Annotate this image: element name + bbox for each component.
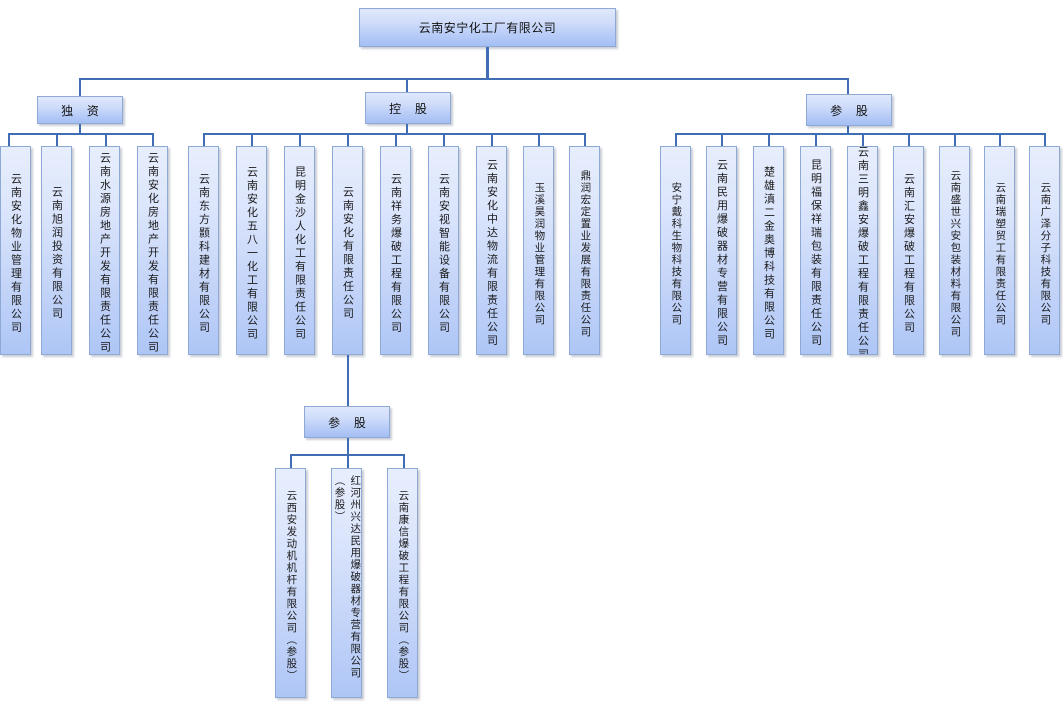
leaf-controlling-0-label: 云南东方颢科建材有限公司 [197,172,211,335]
leaf-minority-4[interactable]: 云南三明鑫安爆破工程有限责任公司 [847,146,878,355]
leaf-minority-5[interactable]: 云南汇安爆破工程有限公司 [893,146,924,355]
connector-minority-c6 [954,133,956,146]
connector-wholly-stem [79,124,81,133]
connector-controlling-c4 [395,133,397,146]
leaf-minority-1-label: 云南民用爆破器材专营有限公司 [715,159,729,348]
connector-sub-minority-stem [347,355,349,406]
category-wholly-owned[interactable]: 独 资 [37,96,123,124]
connector-controlling-c8 [584,133,586,146]
leaf-controlling-6[interactable]: 云南安化中达物流有限责任公司 [476,146,507,355]
connector-minority-c4 [862,133,864,146]
connector-drop-minority [847,78,849,97]
connector-drop-wholly [79,78,81,97]
leaf-controlling-7[interactable]: 玉溪昊润物业管理有限公司 [523,146,554,355]
leaf-wholly-0[interactable]: 云南安化物业管理有限公司 [0,146,31,355]
connector-controlling-c0 [203,133,205,146]
connector-controlling-c5 [443,133,445,146]
leaf-minority-0[interactable]: 安宁戴科生物科技有限公司 [660,146,691,355]
leaf-minority-3[interactable]: 昆明福保祥瑞包装有限责任公司 [800,146,831,355]
leaf-controlling-7-label: 玉溪昊润物业管理有限公司 [533,181,546,326]
leaf-minority-2[interactable]: 楚雄滇二金奥博科技有限公司 [753,146,784,355]
connector-controlling-c3 [347,133,349,146]
leaf-controlling-6-label: 云南安化中达物流有限责任公司 [485,159,499,348]
connector-minority-c7 [999,133,1001,146]
connector-minority-c5 [908,133,910,146]
connector-root-stem [486,47,489,78]
leaf-controlling-3-label: 云南安化有限责任公司 [341,186,355,321]
connector-wholly-c3 [152,133,154,146]
leaf-wholly-2-label: 云南水源房地产开发有限责任公司 [98,152,112,355]
connector-minority-c8 [1044,133,1046,146]
leaf-controlling-1-label: 云南安化五八一化工有限公司 [245,165,259,342]
leaf-minority-0-label: 安宁戴科生物科技有限公司 [670,181,683,326]
connector-wholly-c2 [105,133,107,146]
leaf-minority-7[interactable]: 云南瑞塑贸工有限责任公司 [984,146,1015,355]
connector-minority-stem [847,126,849,133]
leaf-sub-minority-2-label: 云南康信爆破工程有限公司（参股） [397,490,410,682]
leaf-minority-7-label: 云南瑞塑贸工有限责任公司 [994,181,1007,326]
category-wholly-owned-label: 独 资 [61,103,104,118]
connector-wholly-c1 [56,133,58,146]
category-controlling[interactable]: 控 股 [365,92,451,124]
connector-root-bus [79,78,849,80]
leaf-minority-6-label: 云南盛世兴安包装材料有限公司 [949,169,962,338]
category-minority-label: 参 股 [830,103,873,118]
leaf-wholly-2[interactable]: 云南水源房地产开发有限责任公司 [89,146,120,355]
leaf-sub-minority-1[interactable]: 红河州兴达民用爆破器材专营有限公司（参股） [331,468,362,698]
category-sub-minority[interactable]: 参 股 [304,406,390,438]
leaf-controlling-1[interactable]: 云南安化五八一化工有限公司 [236,146,267,355]
leaf-controlling-0[interactable]: 云南东方颢科建材有限公司 [188,146,219,355]
root-node[interactable]: 云南安宁化工厂有限公司 [359,8,616,47]
connector-controlling-c1 [251,133,253,146]
connector-wholly-bus [8,133,154,135]
leaf-minority-4-label: 云南三明鑫安爆破工程有限责任公司 [856,146,870,355]
leaf-sub-minority-0[interactable]: 云西安发动机机杆有限公司（参股） [275,468,306,698]
leaf-minority-5-label: 云南汇安爆破工程有限公司 [902,172,916,335]
leaf-minority-3-label: 昆明福保祥瑞包装有限责任公司 [809,159,823,348]
connector-controlling-bus [203,133,586,135]
connector-minority-c3 [815,133,817,146]
connector-minority-bus [675,133,1045,135]
leaf-controlling-2[interactable]: 昆明金沙人化工有限责任公司 [284,146,315,355]
leaf-controlling-8-label: 鼎润宏定置业发展有限责任公司 [579,169,592,338]
leaf-controlling-2-label: 昆明金沙人化工有限责任公司 [293,165,307,342]
leaf-controlling-3[interactable]: 云南安化有限责任公司 [332,146,363,355]
leaf-minority-6[interactable]: 云南盛世兴安包装材料有限公司 [939,146,970,355]
connector-controlling-stem [406,124,408,133]
leaf-controlling-5-label: 云南安视智能设备有限公司 [437,172,451,335]
leaf-wholly-1-label: 云南旭润投资有限公司 [50,186,64,321]
connector-minority-c0 [675,133,677,146]
leaf-controlling-8[interactable]: 鼎润宏定置业发展有限责任公司 [569,146,600,355]
connector-sub-minority-c2 [403,454,405,468]
connector-sub-minority-drop [347,438,349,454]
leaf-minority-8[interactable]: 云南广泽分子科技有限公司 [1029,146,1060,355]
leaf-wholly-0-label: 云南安化物业管理有限公司 [9,172,23,335]
root-node-label: 云南安宁化工厂有限公司 [418,21,557,35]
category-minority[interactable]: 参 股 [806,94,892,126]
connector-drop-controlling [406,78,408,97]
leaf-sub-minority-1-label: 红河州兴达民用爆破器材专营有限公司（参股） [333,475,362,679]
leaf-minority-8-label: 云南广泽分子科技有限公司 [1039,181,1052,326]
connector-controlling-c7 [538,133,540,146]
connector-minority-c1 [721,133,723,146]
leaf-minority-2-label: 楚雄滇二金奥博科技有限公司 [762,165,776,342]
leaf-sub-minority-0-label: 云西安发动机机杆有限公司（参股） [285,490,298,682]
leaf-wholly-1[interactable]: 云南旭润投资有限公司 [41,146,72,355]
leaf-wholly-3[interactable]: 云南安化房地产开发有限责任公司 [137,146,168,355]
category-sub-minority-label: 参 股 [328,415,371,430]
connector-sub-minority-c1 [347,454,349,468]
leaf-wholly-3-label: 云南安化房地产开发有限责任公司 [146,152,160,355]
connector-controlling-c6 [491,133,493,146]
leaf-controlling-5[interactable]: 云南安视智能设备有限公司 [428,146,459,355]
connector-minority-c2 [768,133,770,146]
connector-sub-minority-c0 [290,454,292,468]
leaf-minority-1[interactable]: 云南民用爆破器材专营有限公司 [706,146,737,355]
leaf-controlling-4[interactable]: 云南祥务爆破工程有限公司 [380,146,411,355]
leaf-sub-minority-2[interactable]: 云南康信爆破工程有限公司（参股） [387,468,418,698]
connector-wholly-c0 [8,133,10,146]
category-controlling-label: 控 股 [389,101,432,116]
leaf-controlling-4-label: 云南祥务爆破工程有限公司 [389,172,403,335]
connector-controlling-c2 [299,133,301,146]
